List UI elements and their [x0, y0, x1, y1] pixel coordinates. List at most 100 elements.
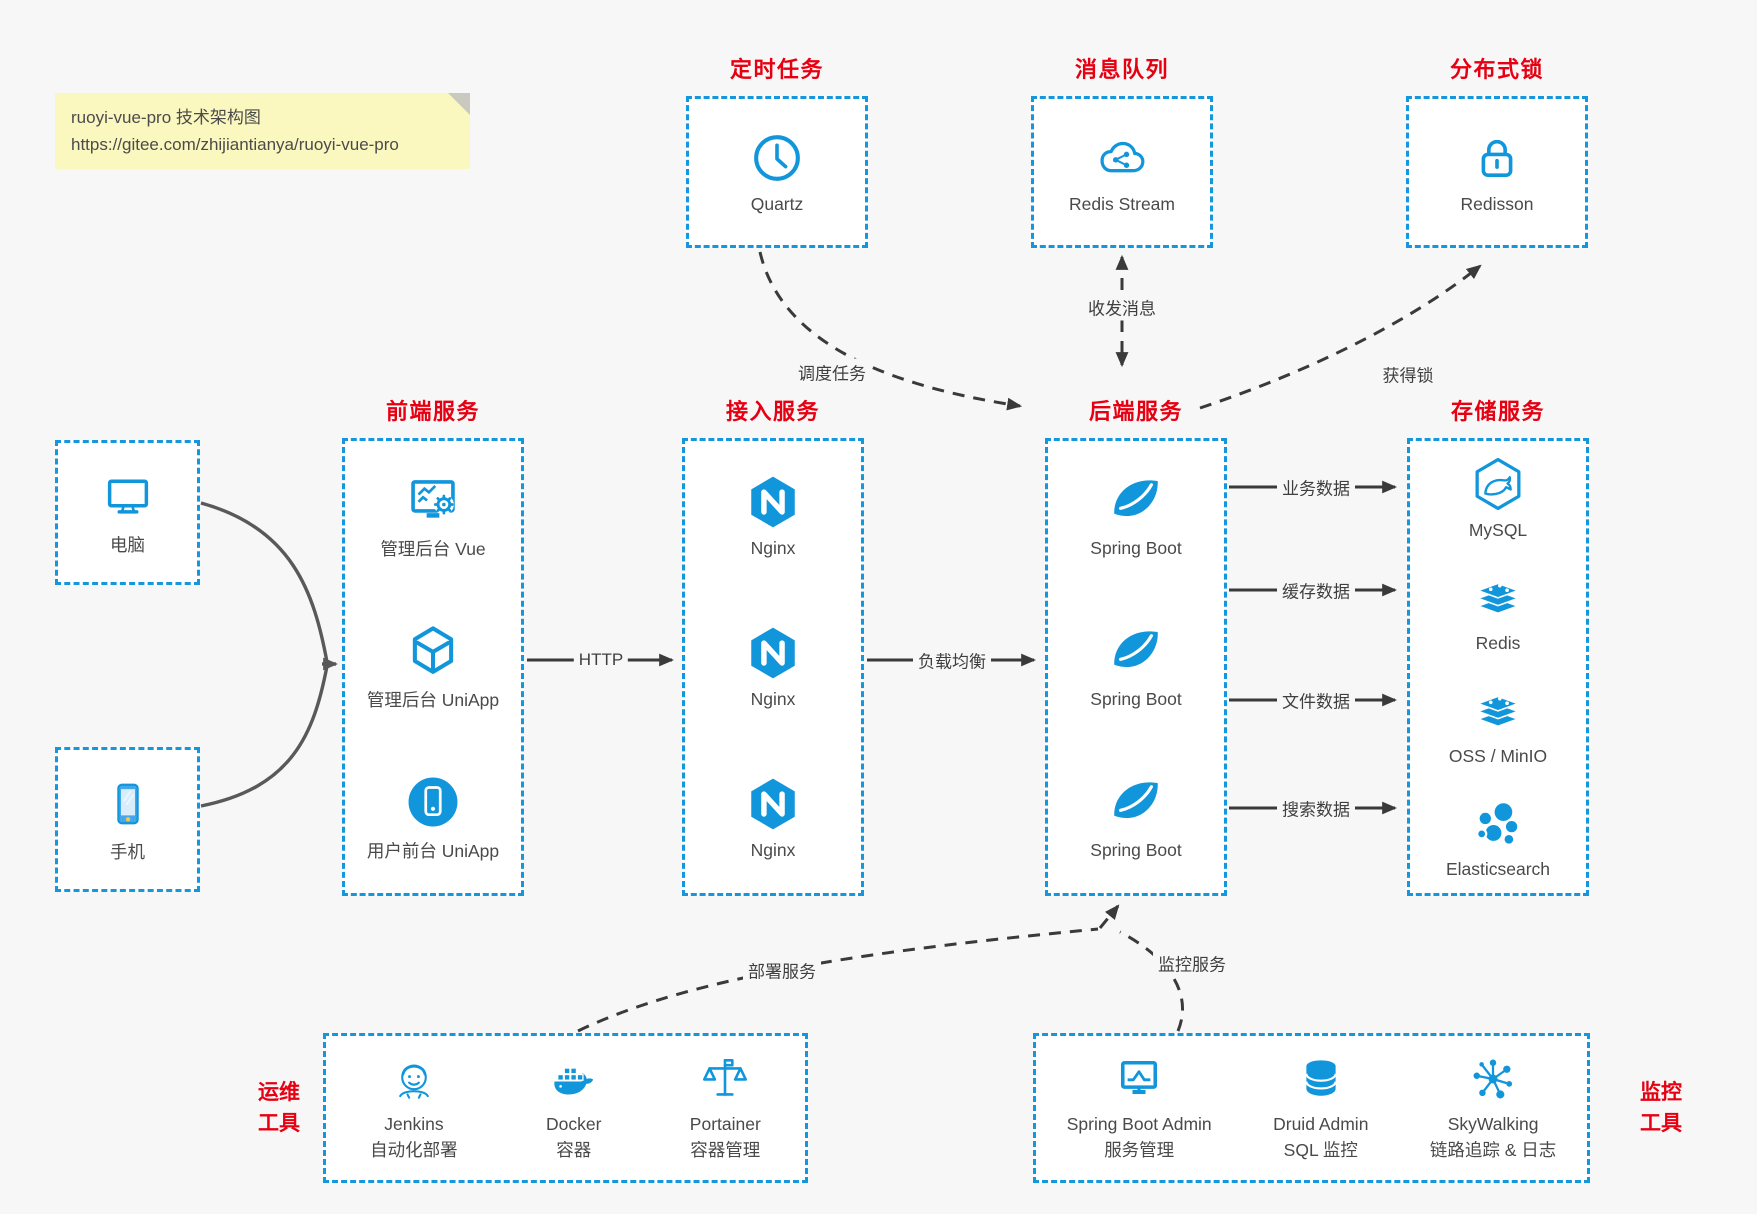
- node-mysql: MySQL: [1469, 455, 1527, 541]
- group-box-gateway: Nginx Nginx Nginx: [682, 438, 864, 896]
- node-springboot-3: Spring Boot: [1090, 775, 1182, 861]
- clock-icon: [748, 129, 806, 187]
- uniapp-cube-icon: [404, 622, 462, 680]
- node-label: 用户前台 UniApp: [366, 840, 500, 861]
- node-label-line2: 自动化部署: [370, 1139, 458, 1160]
- node-label: Portainer 容器管理: [690, 1112, 761, 1163]
- springboot-admin-icon: [1113, 1053, 1165, 1105]
- node-label: Quartz: [750, 194, 804, 214]
- node-label: 电脑: [110, 534, 145, 555]
- edge-label-business-data: 业务数据: [1277, 473, 1355, 501]
- edge-label-search-data: 搜索数据: [1277, 794, 1355, 822]
- node-label: 管理后台 UniApp: [366, 689, 500, 710]
- node-label: OSS / MinIO: [1448, 745, 1548, 766]
- node-label: Spring Boot Admin 服务管理: [1067, 1112, 1212, 1163]
- node-label: 管理后台 Vue: [380, 539, 486, 560]
- monitor-tools-label: 监控 工具: [1625, 1077, 1697, 1139]
- group-box-distributed-lock: Redisson: [1406, 96, 1588, 248]
- edge-label-acquire-lock: 获得锁: [1377, 360, 1439, 388]
- node-label-line2: 容器: [556, 1139, 592, 1160]
- mysql-icon: [1469, 455, 1527, 513]
- node-quartz: Quartz: [748, 129, 806, 215]
- node-skywalking: SkyWalking 链路追踪 & 日志: [1430, 1053, 1556, 1163]
- nginx-icon: [744, 473, 802, 531]
- druid-icon: [1295, 1053, 1347, 1105]
- edge-label-deploy-service: 部署服务: [743, 956, 821, 984]
- monitor-tools-label-line1: 监控: [1640, 1081, 1682, 1104]
- node-label: SkyWalking 链路追踪 & 日志: [1430, 1112, 1556, 1163]
- jenkins-icon: [388, 1053, 440, 1105]
- node-label: MySQL: [1468, 519, 1528, 540]
- node-springboot-2: Spring Boot: [1090, 624, 1182, 710]
- group-box-ops-tools: Jenkins 自动化部署 Docker 容器 Portainer 容器管理: [323, 1033, 808, 1183]
- edge-label-cache-data: 缓存数据: [1277, 576, 1355, 604]
- node-druid-admin: Druid Admin SQL 监控: [1273, 1053, 1368, 1163]
- group-title-message-queue: 消息队列: [1074, 57, 1169, 82]
- node-label: Spring Boot: [1090, 688, 1182, 709]
- portainer-icon: [699, 1053, 751, 1105]
- docker-icon: [548, 1053, 600, 1105]
- node-label: 手机: [110, 841, 145, 862]
- node-label-line1: Portainer: [689, 1114, 761, 1135]
- node-phone: 手机: [100, 776, 156, 864]
- elasticsearch-icon: [1469, 794, 1527, 852]
- node-portainer: Portainer 容器管理: [690, 1053, 761, 1163]
- spring-icon: [1107, 624, 1165, 682]
- client-box-pc: 电脑: [55, 440, 200, 585]
- node-user-uniapp: 用户前台 UniApp: [367, 773, 499, 863]
- node-docker: Docker 容器: [546, 1053, 601, 1163]
- ops-tools-label: 运维 工具: [243, 1077, 315, 1139]
- column-title-frontend: 前端服务: [385, 399, 480, 424]
- spring-icon: [1107, 473, 1165, 531]
- node-label: Spring Boot: [1090, 538, 1182, 559]
- column-title-backend: 后端服务: [1088, 399, 1183, 424]
- node-label: Jenkins 自动化部署: [370, 1112, 458, 1163]
- edge-into-backend: [1098, 904, 1120, 929]
- nginx-icon: [744, 775, 802, 833]
- lock-icon: [1468, 129, 1526, 187]
- desktop-icon: [100, 469, 156, 525]
- nginx-icon: [744, 624, 802, 682]
- skywalking-icon: [1467, 1053, 1519, 1105]
- node-redis: Redis: [1469, 568, 1527, 654]
- node-label: Spring Boot: [1090, 839, 1182, 860]
- edge-monitor-service: [1119, 930, 1184, 1032]
- node-label: Docker 容器: [546, 1112, 601, 1163]
- sticky-note: ruoyi-vue-pro 技术架构图 https://gitee.com/zh…: [55, 93, 470, 170]
- node-admin-uniapp: 管理后台 UniApp: [367, 622, 499, 712]
- group-box-scheduled-task: Quartz: [686, 96, 868, 248]
- node-label: Redisson: [1460, 194, 1534, 214]
- node-springboot-admin: Spring Boot Admin 服务管理: [1067, 1053, 1212, 1163]
- group-box-backend: Spring Boot Spring Boot Spring Boot: [1045, 438, 1227, 896]
- edge-schedule-task: [758, 251, 1023, 411]
- node-label: Nginx: [750, 839, 796, 860]
- redis-stack-icon: [1469, 568, 1527, 626]
- node-redisson: Redisson: [1460, 129, 1534, 215]
- node-label-line2: SQL 监控: [1283, 1139, 1358, 1160]
- note-fold-corner: [448, 93, 470, 115]
- cloud-message-icon: [1093, 129, 1151, 187]
- note-title: ruoyi-vue-pro 技术架构图: [71, 108, 261, 127]
- node-admin-vue: 管理后台 Vue: [380, 471, 486, 561]
- redis-stack-icon: [1469, 681, 1527, 739]
- edge-acquire-lock: [1199, 264, 1482, 410]
- ops-tools-label-line1: 运维: [258, 1081, 300, 1104]
- node-label-line1: Jenkins: [384, 1114, 444, 1135]
- node-label-line1: Docker: [546, 1114, 602, 1135]
- admin-dashboard-icon: [404, 471, 462, 529]
- node-nginx-3: Nginx: [744, 775, 802, 861]
- node-oss-minio: OSS / MinIO: [1449, 681, 1547, 767]
- node-label: Nginx: [750, 538, 796, 559]
- edge-label-send-receive-msg: 收发消息: [1083, 293, 1161, 321]
- edge-label-monitor-service: 监控服务: [1153, 949, 1231, 977]
- spring-icon: [1107, 775, 1165, 833]
- node-label-line1: Spring Boot Admin: [1066, 1114, 1212, 1135]
- node-label-line1: SkyWalking: [1447, 1114, 1539, 1135]
- group-title-distributed-lock: 分布式锁: [1449, 57, 1544, 82]
- edge-deploy-service: [577, 927, 1099, 1033]
- node-label: Elasticsearch: [1445, 858, 1551, 879]
- ops-tools-label-line2: 工具: [258, 1112, 300, 1135]
- group-box-storage: MySQL Redis OSS / MinIO Elasticsearch: [1407, 438, 1589, 896]
- node-label-line1: Druid Admin: [1273, 1114, 1369, 1135]
